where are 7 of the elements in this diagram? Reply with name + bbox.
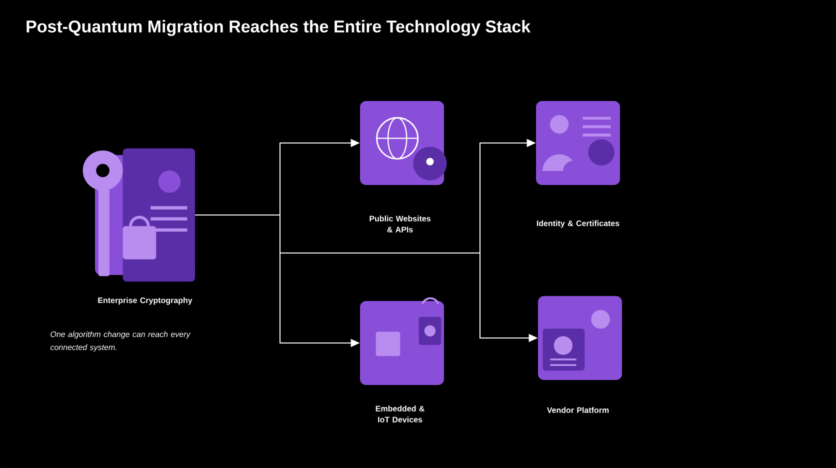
title: Post-Quantum Migration Reaches the Entire Technology Stack xyxy=(26,20,531,36)
node-label: Identity & Certificates xyxy=(536,220,620,228)
node-label: Embedded & IoT Devices xyxy=(376,406,424,422)
node-label: Vendor Platform xyxy=(546,407,609,413)
node-label: Enterprise Cryptography xyxy=(98,297,192,305)
node-label: Public Websites & APIs xyxy=(370,216,430,232)
note: One algorithm change can reach every connected system. xyxy=(50,331,191,352)
